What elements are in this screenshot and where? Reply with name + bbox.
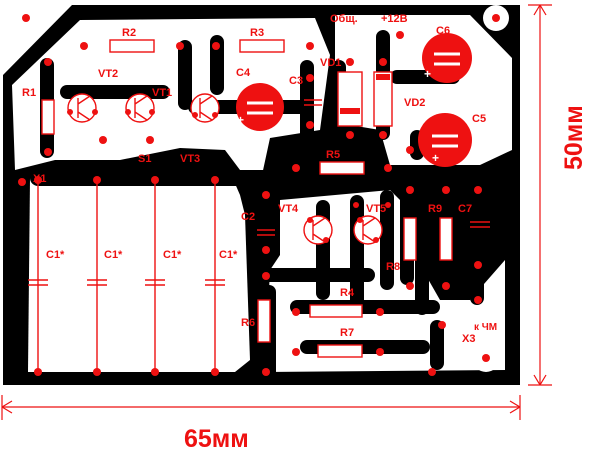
label-vd1: VD1 bbox=[320, 57, 341, 69]
c6-body bbox=[422, 33, 472, 83]
diode-outlines bbox=[337, 71, 393, 127]
label-gnd: Общ. bbox=[330, 13, 358, 25]
svg-text:+: + bbox=[432, 151, 439, 165]
label-c7: C7 bbox=[458, 203, 472, 215]
label-c1b: C1* bbox=[104, 249, 123, 261]
svg-text:+: + bbox=[424, 67, 431, 81]
label-vt2: VT2 bbox=[98, 68, 118, 80]
label-c1d: C1* bbox=[219, 249, 238, 261]
pads bbox=[18, 31, 482, 376]
svg-text:+: + bbox=[237, 113, 244, 127]
ceramic-capacitor-leads bbox=[28, 99, 490, 372]
label-r2: R2 bbox=[122, 27, 136, 39]
c4-body bbox=[236, 83, 284, 131]
width-dimension-label: 65мм bbox=[184, 425, 249, 453]
mounting-holes bbox=[13, 5, 509, 372]
label-r4: R4 bbox=[340, 287, 355, 299]
label-vd2: VD2 bbox=[404, 97, 425, 109]
label-c1c: C1* bbox=[163, 249, 182, 261]
label-r6: R6 bbox=[241, 317, 255, 329]
resistor-outlines bbox=[41, 39, 453, 358]
label-r5: R5 bbox=[326, 149, 340, 161]
label-c5: C5 bbox=[472, 113, 486, 125]
dimension-height: 50мм bbox=[528, 4, 588, 386]
label-r8: R8 bbox=[386, 261, 400, 273]
label-c2: C2 bbox=[241, 211, 255, 223]
dimension-width: 65мм bbox=[1, 395, 521, 453]
label-vt1: VT1 bbox=[152, 87, 172, 99]
label-vt4: VT4 bbox=[278, 203, 299, 215]
component-labels: R2 R3 R1 VT2 VT1 S1 VT3 C4 C3 VD1 VD2 Об… bbox=[22, 13, 497, 345]
label-r3: R3 bbox=[250, 27, 264, 39]
label-c1a: C1* bbox=[46, 249, 65, 261]
label-to-fm: к ЧМ bbox=[474, 322, 497, 333]
c5-body bbox=[418, 113, 472, 167]
label-c3: C3 bbox=[289, 75, 303, 87]
label-r7: R7 bbox=[340, 327, 354, 339]
label-c6: C6 bbox=[436, 25, 450, 37]
label-x3: X3 bbox=[462, 333, 475, 345]
label-r9: R9 bbox=[428, 203, 442, 215]
label-r1: R1 bbox=[22, 87, 36, 99]
height-dimension-label: 50мм bbox=[560, 105, 588, 170]
electrolytic-capacitors: + + + bbox=[236, 33, 472, 167]
label-vt5: VT5 bbox=[366, 203, 386, 215]
label-vt3: VT3 bbox=[180, 153, 200, 165]
label-s1: S1 bbox=[138, 153, 151, 165]
label-c4: C4 bbox=[236, 67, 251, 79]
label-x1: X1 bbox=[33, 173, 46, 185]
label-plus12: +12В bbox=[381, 13, 408, 25]
